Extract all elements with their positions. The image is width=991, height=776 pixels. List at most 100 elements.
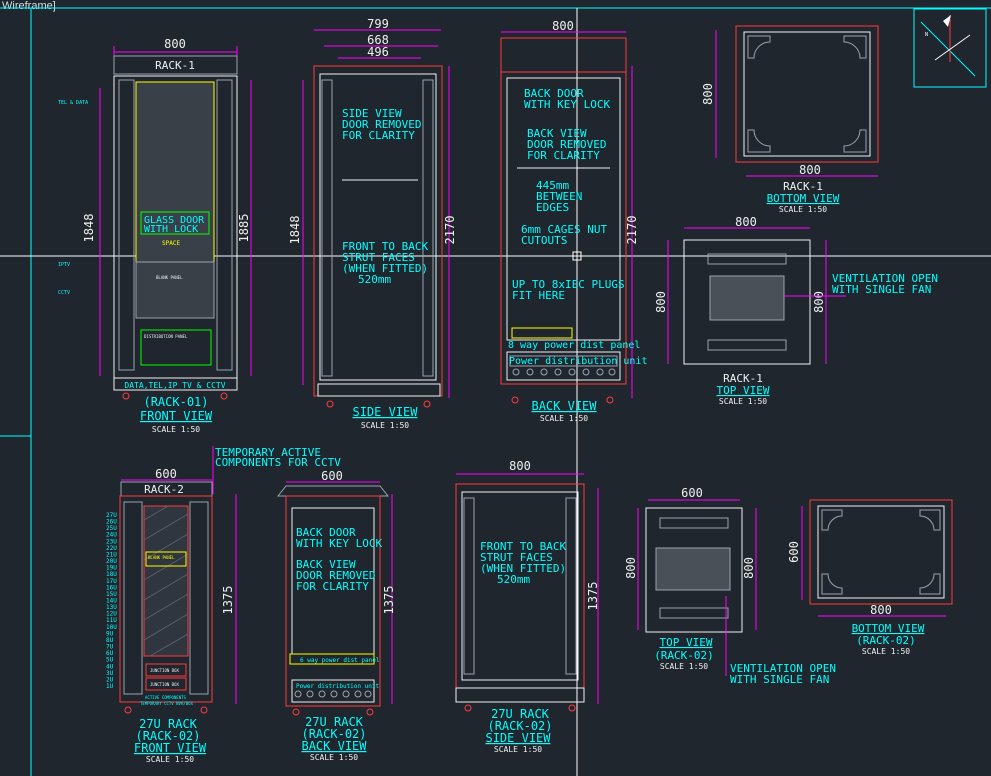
rack1-front-title: RACK-1	[155, 59, 195, 72]
rack1-front-scale: SCALE 1:50	[152, 425, 200, 434]
rack2-top-vent-1: VENTILATION OPEN	[730, 662, 836, 675]
rack2-u-label: 18U	[106, 571, 117, 578]
rack1-bottom-title-1: RACK-1	[783, 180, 823, 193]
rack2-back-scale: SCALE 1:50	[310, 753, 358, 762]
sheet-frame	[0, 7, 991, 776]
rack1-back-iec-2: FIT HERE	[512, 289, 565, 302]
rack1-bottom-scale: SCALE 1:50	[779, 205, 827, 214]
rack2-u-label: 21U	[106, 552, 117, 559]
rack1-side-view: 799 668 496 1848 2170 SIDE VIEW DOOR REM…	[288, 17, 457, 430]
rack2-side-dim-h: 1375	[586, 582, 600, 611]
rack2-side-strut-1: FRONT TO BACK	[480, 540, 566, 553]
rack2-u-label: 3U	[106, 670, 114, 677]
rack2-back-title-2: (RACK-02)	[301, 727, 366, 741]
rack2-u-label: 17U	[106, 578, 117, 585]
rack1-back-iec-1: UP TO 8xIEC PLUGS	[512, 278, 625, 291]
rack2-u-label: 1U	[106, 683, 114, 690]
rack2-u-label: 26U	[106, 519, 117, 526]
rack1-back-door-2: WITH KEY LOCK	[524, 98, 610, 111]
rack1-top-dim-h2: 800	[812, 291, 826, 313]
rack2-side-title-1: 27U RACK	[491, 707, 550, 721]
rack2-back-dim-h: 1375	[382, 586, 396, 615]
rack1-front-view-title-2: FRONT VIEW	[140, 409, 213, 423]
rack1-front-bottom-label: DATA,TEL,IP TV & CCTV	[124, 381, 225, 390]
rack1-back-nut-2: CUTOUTS	[521, 234, 567, 247]
rack1-front-glass-note-2: WITH LOCK	[144, 224, 198, 235]
rack2-back-dim-w: 600	[321, 469, 343, 483]
rack1-back-view-1: BACK VIEW	[527, 127, 587, 140]
rack2-u-label: 7U	[106, 644, 114, 651]
rack2-u-label: 15U	[106, 591, 117, 598]
rack2-u-label: 16U	[106, 584, 117, 591]
rack2-u-label: 10U	[106, 624, 117, 631]
rack1-side-strut-4: 520mm	[358, 273, 391, 286]
rack2-front-view: TEMPORARY ACTIVE COMPONENTS FOR CCTV 600…	[106, 446, 341, 764]
rack2-top-vent-2: WITH SINGLE FAN	[730, 673, 829, 686]
rack1-back-edge-3: EDGES	[536, 201, 569, 214]
rack1-side-dim-3: 496	[367, 45, 389, 59]
rack2-back-view-3: FOR CLARITY	[296, 580, 369, 593]
rack2-side-strut-4: 520mm	[497, 573, 530, 586]
rack1-side-dim-1: 799	[367, 17, 389, 31]
rack2-side-scale: SCALE 1:50	[494, 745, 542, 754]
rack2-top-dim-w: 600	[681, 486, 703, 500]
rack2-u-label: 4U	[106, 663, 114, 670]
rack1-bottom-dim-w: 800	[799, 163, 821, 177]
rack2-front-active-2: TEMPORARY CCTV NVR/BOX	[140, 701, 194, 706]
rack2-back-title-1: 27U RACK	[305, 715, 364, 729]
rack1-back-view-title: BACK VIEW	[531, 399, 597, 413]
rack2-front-junction-2: JUNCTION BOX	[150, 682, 179, 687]
rack2-top-scale: SCALE 1:50	[660, 662, 708, 671]
rack1-top-dim-h1: 800	[654, 291, 668, 313]
rack2-side-title-3: SIDE VIEW	[485, 731, 551, 745]
rack2-u-label: 11U	[106, 617, 117, 624]
rack1-top-dim-w: 800	[735, 215, 757, 229]
rack1-top-scale: SCALE 1:50	[719, 397, 767, 406]
rack1-back-door-1: BACK DOOR	[524, 87, 584, 100]
rack2-side-dim-w: 800	[509, 459, 531, 473]
rack2-u-label: 6U	[106, 650, 114, 657]
rack1-side-dim-2: 668	[367, 33, 389, 47]
rack1-back-pdu: Power distribution unit	[509, 356, 647, 367]
rack2-u-label: 19U	[106, 565, 117, 572]
viewport-label[interactable]: Wireframe]	[2, 0, 56, 12]
rack2-top-dim-h2: 800	[742, 557, 756, 579]
rack2-bottom-title-2: (RACK-02)	[856, 634, 916, 647]
rack2-u-label: 5U	[106, 657, 114, 664]
rack1-back-view: 800 2170 BACK DOOR WITH KEY LOCK BACK VI…	[500, 19, 647, 423]
rack2-u-label: 20U	[106, 558, 117, 565]
rack2-top-view: 600 800 800 VENTILATION OPEN WITH SINGLE…	[624, 486, 836, 686]
rack2-front-temp-2: COMPONENTS FOR CCTV	[215, 456, 341, 469]
rack1-top-view: 800 800 800 VENTILATION OPEN WITH SINGLE…	[654, 215, 938, 406]
rack1-front-blank-panel: BLANK PANEL	[156, 275, 183, 280]
rack1-side-view-title: SIDE VIEW	[352, 405, 418, 419]
rack1-back-edge-1: 445mm	[536, 179, 569, 192]
rack1-top-vent-2: WITH SINGLE FAN	[832, 283, 931, 296]
rack2-u-label: 9U	[106, 630, 114, 637]
viewcube-compass[interactable]: N --	[913, 8, 987, 88]
rack1-back-view-3: FOR CLARITY	[527, 149, 600, 162]
rack2-u-label-column: 27U26U25U24U23U22U21U20U19U18U17U16U15U1…	[106, 512, 117, 690]
rack2-bottom-scale: SCALE 1:50	[862, 647, 910, 656]
rack1-side-note-1: SIDE VIEW	[342, 107, 402, 120]
rack2-u-label: 13U	[106, 604, 117, 611]
rack1-front-view-title-1: (RACK-01)	[143, 395, 208, 409]
rack1-top-vent-1: VENTILATION OPEN	[832, 272, 938, 285]
rack2-top-dim-h1: 800	[624, 557, 638, 579]
rack1-front-space: SPACE	[162, 240, 180, 247]
rack2-top-title-1: TOP VIEW	[660, 636, 713, 649]
rack2-u-label: 2U	[106, 676, 114, 683]
rack2-back-door-1: BACK DOOR	[296, 526, 356, 539]
rack2-bottom-dim-w: 800	[870, 603, 892, 617]
rack1-bottom-dim-h: 800	[701, 83, 715, 105]
rack1-back-width-dim: 800	[552, 19, 574, 33]
rack1-side-strut-2: STRUT FACES	[342, 251, 415, 264]
rack1-back-nut-1: 6mm CAGES NUT	[521, 223, 607, 236]
rack1-front-cctv: CCTV	[58, 290, 70, 296]
svg-text:--: --	[958, 56, 963, 61]
rack1-side-scale: SCALE 1:50	[361, 421, 409, 430]
rack1-bottom-view: 800 800 RACK-1 BOTTOM VIEW SCALE 1:50	[701, 25, 879, 214]
rack2-top-title-2: (RACK-02)	[654, 649, 714, 662]
